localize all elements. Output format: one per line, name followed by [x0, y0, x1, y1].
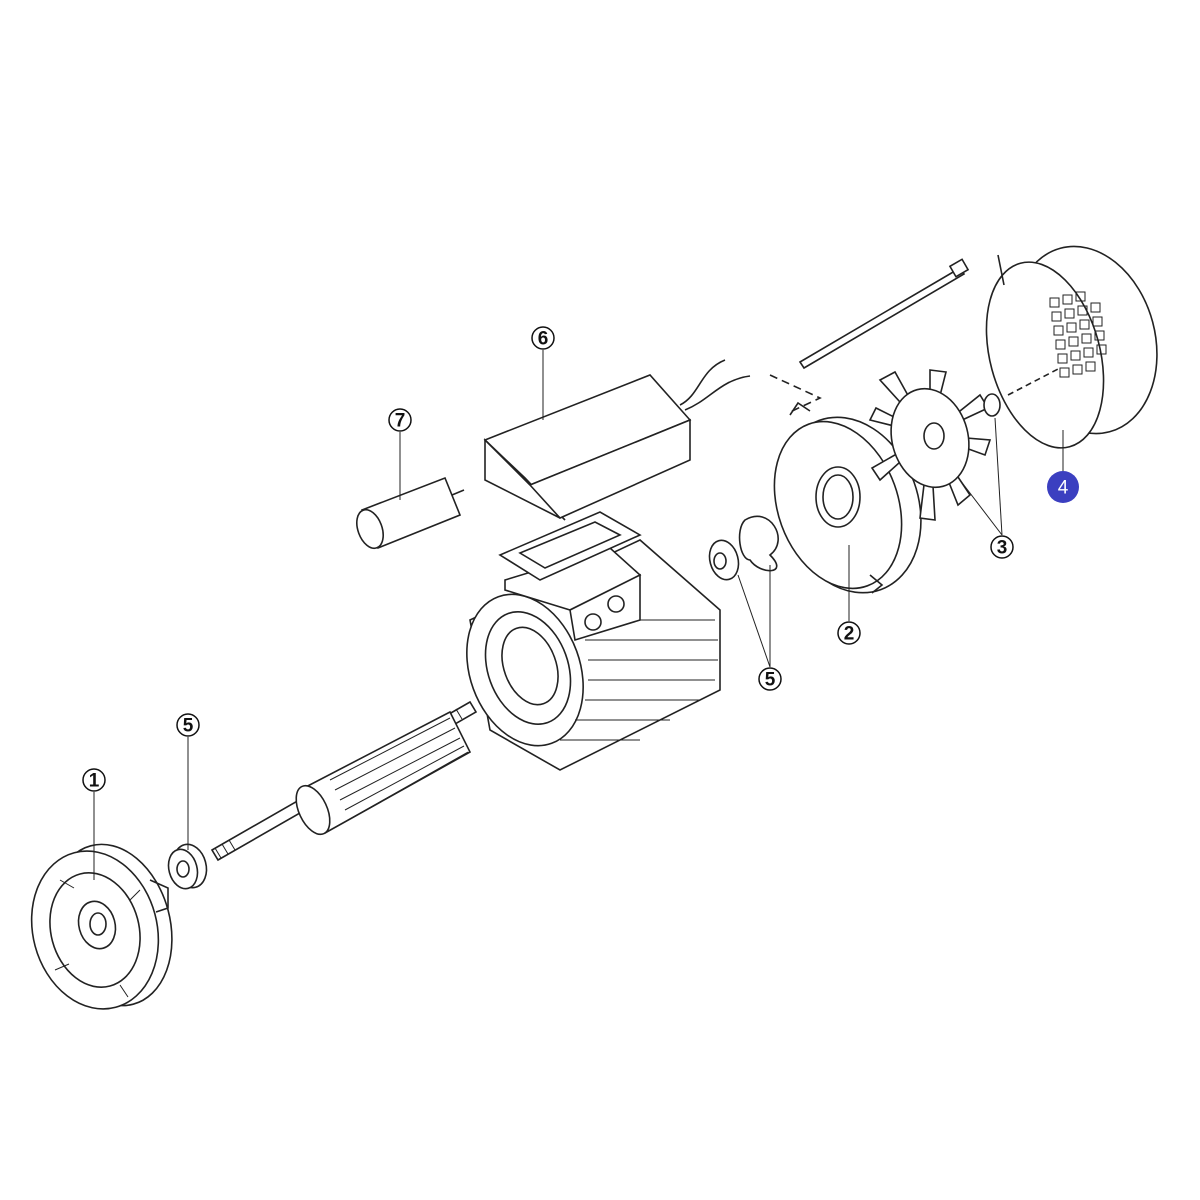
fan-cover[interactable]	[967, 230, 1177, 461]
terminal-box-gasket[interactable]	[498, 511, 642, 581]
svg-text:5: 5	[183, 716, 194, 737]
motor-housing[interactable]	[447, 539, 721, 771]
tie-rod[interactable]	[769, 258, 970, 413]
svg-text:4: 4	[1058, 478, 1069, 499]
svg-text:3: 3	[997, 538, 1008, 559]
callout-5-rear-bearing[interactable]: 5	[758, 667, 782, 691]
svg-text:5: 5	[765, 670, 776, 691]
svg-text:7: 7	[395, 411, 406, 432]
terminal-box[interactable]	[483, 359, 751, 521]
callout-4-highlighted[interactable]: 4	[1047, 471, 1079, 503]
fan-clip	[983, 393, 1001, 417]
svg-text:1: 1	[89, 771, 100, 792]
front-bearing[interactable]	[164, 841, 211, 892]
callout-5-front-bearing[interactable]: 5	[176, 713, 200, 737]
front-flange[interactable]	[14, 831, 189, 1024]
callout-1[interactable]: 1	[82, 768, 106, 792]
rotor-shaft[interactable]	[210, 700, 478, 862]
leader-lines	[93, 350, 1064, 880]
callout-6[interactable]: 6	[531, 326, 555, 350]
callout-3[interactable]: 3	[990, 535, 1014, 559]
callout-2[interactable]: 2	[837, 621, 861, 645]
svg-text:2: 2	[844, 624, 855, 645]
rear-bearing[interactable]	[705, 515, 779, 583]
cooling-fan[interactable]	[868, 369, 1001, 521]
callout-7[interactable]: 7	[388, 408, 412, 432]
capacitor[interactable]	[352, 476, 465, 552]
svg-text:6: 6	[538, 329, 549, 350]
